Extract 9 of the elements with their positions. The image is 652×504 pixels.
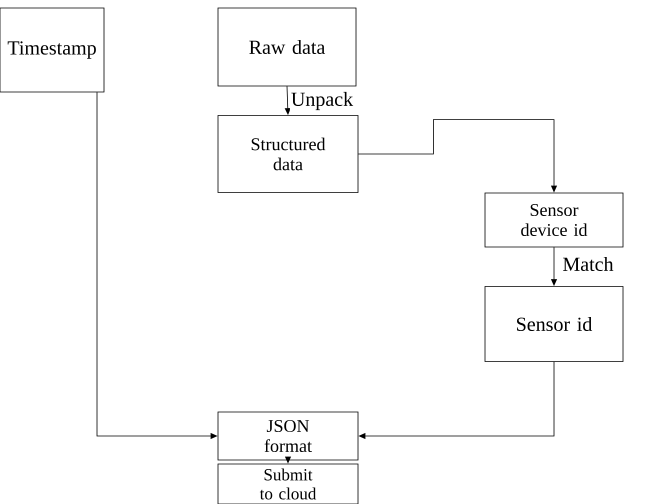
edge-label: Match	[561, 256, 615, 272]
process-box: Structured data	[218, 115, 358, 193]
process-box: Sensor id	[484, 286, 624, 362]
process-box: Submit to cloud	[218, 464, 358, 504]
edge-label: Unpack	[290, 90, 354, 112]
process-box: Raw data	[218, 8, 356, 86]
process-box: JSON format	[218, 412, 358, 460]
process-box: Sensor device id	[484, 192, 624, 248]
process-box: Timestamp	[0, 8, 104, 92]
